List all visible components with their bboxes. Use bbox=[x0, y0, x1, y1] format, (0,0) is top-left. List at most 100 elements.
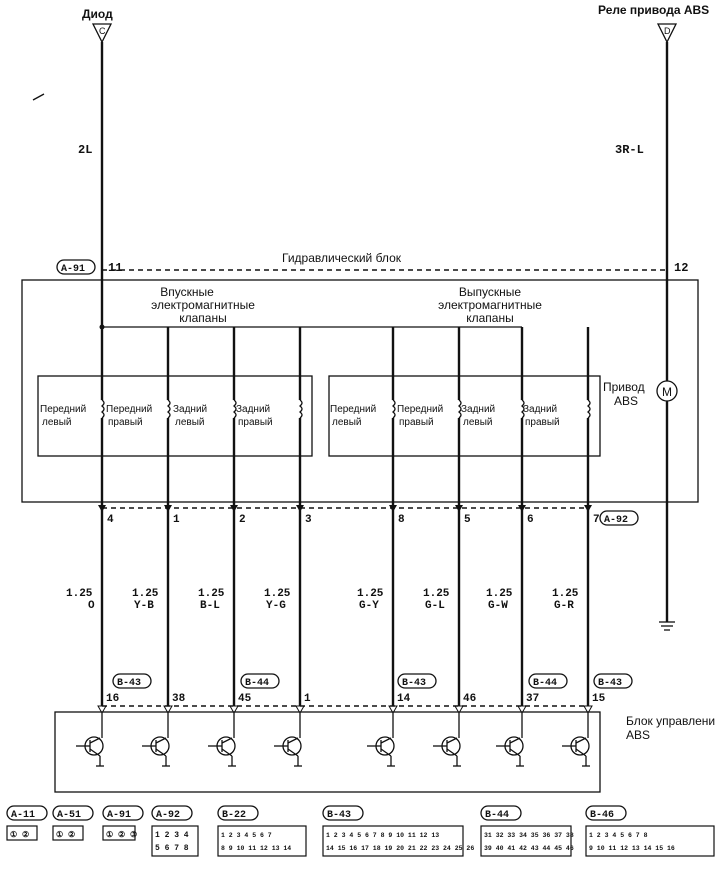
valve-label-2: левый bbox=[42, 417, 71, 428]
wire-gauge: 1.25 bbox=[357, 588, 384, 600]
ecu-connector-badge: B-43 bbox=[593, 673, 633, 689]
legend-connector: A-92 1 2 3 4 5 6 7 8 bbox=[151, 805, 199, 857]
legend-label: B-22 bbox=[222, 810, 246, 821]
valve-label-2: левый bbox=[463, 417, 492, 428]
legend-label: B-46 bbox=[590, 810, 614, 821]
hyd-pin: 8 bbox=[398, 514, 405, 526]
wire-gauge: 1.25 bbox=[423, 588, 450, 600]
valve-label-2: правый bbox=[399, 417, 434, 428]
motor-label-2: ABS bbox=[614, 394, 638, 408]
legend-connector: B-44 31 32 33 34 35 36 37 38 39 40 41 42 4… bbox=[480, 805, 574, 857]
ecu-label-1: Блок управлени bbox=[626, 714, 715, 728]
ecu-label-2: ABS bbox=[626, 728, 650, 742]
ecu-arrow-icon bbox=[229, 705, 239, 715]
valve-label-2: правый bbox=[238, 417, 273, 428]
connector-arrow-icon bbox=[230, 505, 238, 512]
legend-pins: 9 10 11 12 13 14 15 16 bbox=[589, 845, 675, 852]
legend-connector-face bbox=[585, 825, 715, 857]
valve-label-2: правый bbox=[108, 417, 143, 428]
coil-icon bbox=[100, 399, 105, 419]
ecu-pin: 45 bbox=[238, 693, 252, 705]
ecu-pin: 16 bbox=[106, 693, 119, 705]
legend-pins: 31 32 33 34 35 36 37 38 bbox=[484, 832, 574, 839]
wire-gauge: 1.25 bbox=[132, 588, 159, 600]
legend-connector: B-221 2 3 4 5 6 78 9 10 11 12 13 14 bbox=[217, 805, 307, 857]
inlet-valve-group bbox=[37, 375, 313, 457]
wire-gauge: 1.25 bbox=[66, 588, 93, 600]
legend-pins: 1 2 3 4 5 6 7 8 9 10 11 12 13 bbox=[326, 832, 439, 839]
relay-label: Реле привода ABS bbox=[598, 3, 709, 17]
connector-arrow-icon bbox=[455, 505, 463, 512]
coil-icon bbox=[298, 399, 303, 419]
wire-right-code: 3R-L bbox=[615, 143, 644, 157]
hyd-pin: 7 bbox=[593, 514, 600, 526]
valve-label-1: Задний bbox=[523, 404, 557, 415]
coil-icon bbox=[586, 399, 591, 419]
hyd-pin: 1 bbox=[173, 514, 180, 526]
ecu-connector-badge: B-43 bbox=[397, 673, 437, 689]
ecu-pin: 1 bbox=[304, 693, 311, 705]
valve-label-2: правый bbox=[525, 417, 560, 428]
legend-connector: A-51① ② bbox=[52, 805, 94, 841]
wire-gauge: 1.25 bbox=[264, 588, 291, 600]
hydraulic-block-frame bbox=[21, 279, 699, 503]
ecu-pin: 46 bbox=[463, 693, 476, 705]
valve-label-1: Задний bbox=[173, 404, 207, 415]
legend-pins: 1 2 3 4 bbox=[155, 831, 189, 840]
legend-pins: ① ② bbox=[56, 830, 75, 840]
wire-color: Y-B bbox=[134, 600, 154, 612]
svg-text:M: M bbox=[662, 385, 672, 399]
valve-label-2: левый bbox=[332, 417, 361, 428]
ecu-arrow-icon bbox=[517, 705, 527, 715]
diode-label: Диод bbox=[82, 7, 113, 21]
ecu-arrow-icon bbox=[583, 705, 593, 715]
stray-mark bbox=[32, 93, 45, 101]
ecu-pin: 14 bbox=[397, 693, 411, 705]
svg-text:B-43: B-43 bbox=[598, 678, 622, 689]
ecu-pin: 15 bbox=[592, 693, 606, 705]
relay-pin: D bbox=[664, 26, 671, 36]
legend-label: B-44 bbox=[485, 810, 509, 821]
wire-color: G-L bbox=[425, 600, 445, 612]
legend-pins: 5 6 7 8 bbox=[155, 844, 189, 853]
wire-gauge: 1.25 bbox=[486, 588, 513, 600]
wire-gauge: 1.25 bbox=[198, 588, 225, 600]
svg-text:B-44: B-44 bbox=[245, 678, 269, 689]
legend-pins: ① ② bbox=[10, 830, 29, 840]
ecu-pin: 38 bbox=[172, 693, 186, 705]
wire-left-code: 2L bbox=[78, 143, 92, 157]
svg-text:B-43: B-43 bbox=[117, 678, 141, 689]
valve-column: Передний левый 8 1.25G-Y 14 bbox=[330, 327, 411, 767]
diode-terminal: Диод C bbox=[82, 7, 113, 44]
legend-pins: 1 2 3 4 5 6 7 8 bbox=[589, 832, 648, 839]
legend-label: A-92 bbox=[156, 810, 180, 821]
valve-label-1: Задний bbox=[236, 404, 270, 415]
legend-connector-face bbox=[217, 825, 307, 857]
wire-color: G-R bbox=[554, 600, 574, 612]
outlet-valve-group bbox=[328, 375, 601, 457]
svg-text:B-43: B-43 bbox=[402, 678, 426, 689]
wire-gauge: 1.25 bbox=[552, 588, 579, 600]
legend-connector-face bbox=[6, 825, 38, 841]
valve-label-1: Передний bbox=[397, 404, 443, 415]
hyd-pin: 5 bbox=[464, 514, 471, 526]
svg-text:B-44: B-44 bbox=[533, 678, 557, 689]
legend-connector: A-11① ② bbox=[6, 805, 48, 841]
valve-label-1: Передний bbox=[40, 404, 86, 415]
hyd-pin-right: 12 bbox=[674, 261, 688, 275]
legend-pins: 1 2 3 4 5 6 7 bbox=[221, 832, 272, 839]
valve-label-1: Передний bbox=[330, 404, 376, 415]
abs-ecu-block bbox=[54, 711, 601, 793]
wire-color: G-Y bbox=[359, 600, 379, 612]
coil-icon bbox=[520, 399, 525, 419]
legend-label: A-91 bbox=[107, 810, 131, 821]
ecu-connector-badge: B-44 bbox=[528, 673, 568, 689]
hyd-pin: 4 bbox=[107, 514, 114, 526]
wire-color: Y-G bbox=[266, 600, 286, 612]
legend-connector-face bbox=[480, 825, 572, 857]
legend-connector: A-91① ② ③ bbox=[102, 805, 144, 841]
legend-pins: 39 40 41 42 43 44 45 46 bbox=[484, 845, 574, 852]
ecu-connector-badge: B-43 bbox=[112, 673, 152, 689]
